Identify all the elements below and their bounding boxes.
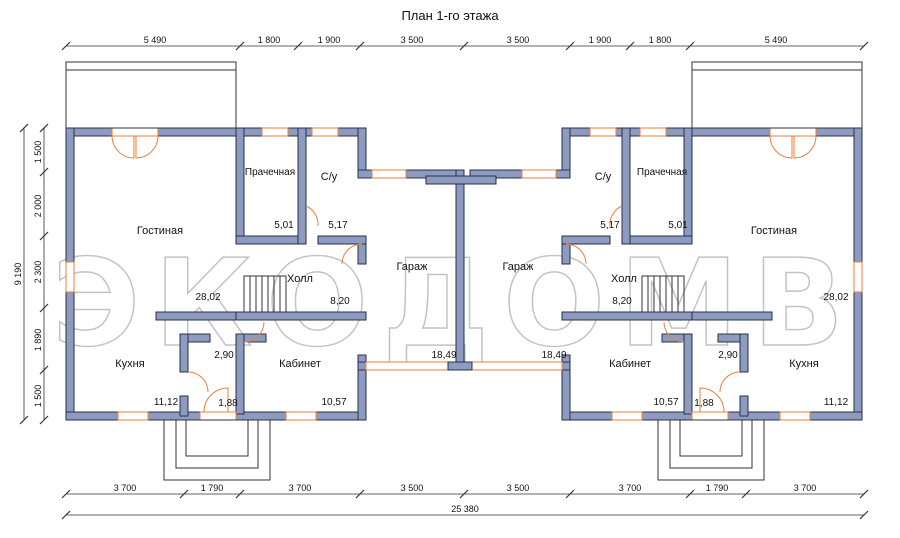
area-prachechnaya-right: 5,01 (668, 220, 688, 231)
dim-left-5: 1 500 (33, 385, 43, 408)
area-garazh-right: 18,49 (541, 350, 566, 361)
dim-bottom-3: 3 700 (289, 483, 312, 493)
top-dimension-line: 5 490 1 800 1 900 3 500 3 500 1 900 1 80… (61, 35, 869, 51)
total-dimension-line: 25 380 (61, 504, 869, 520)
dim-top-6: 1 900 (589, 35, 612, 45)
label-garazh-left: Гараж (396, 261, 428, 273)
label-holl-left: Холл (287, 273, 313, 285)
area-kukhnya-right: 11,12 (824, 397, 849, 408)
label-su-right: С/у (595, 171, 612, 183)
area-prachechnaya-left: 5,01 (274, 220, 294, 231)
area-su-right: 5,17 (600, 220, 620, 231)
dim-left-total: 9 190 (13, 263, 23, 286)
area-kabinet-right: 10,57 (653, 397, 678, 408)
dim-bottom-4: 3 500 (401, 483, 424, 493)
dim-top-4: 3 500 (401, 35, 424, 45)
dim-bottom-2: 1 790 (201, 483, 224, 493)
label-garazh-right: Гараж (502, 261, 534, 273)
dim-left-1: 1 500 (33, 141, 43, 164)
dim-bottom-6: 3 700 (619, 483, 642, 493)
dim-left-4: 1 890 (33, 329, 43, 352)
area-kukhnya-left: 11,12 (154, 397, 179, 408)
dim-top-8: 5 490 (765, 35, 788, 45)
dim-top-7: 1 800 (649, 35, 672, 45)
dim-top-5: 3 500 (507, 35, 530, 45)
garage-divider-bottom (447, 361, 473, 371)
area-vestibule-right: 1,88 (694, 398, 714, 409)
label-kukhnya-left: Кухня (115, 358, 144, 370)
dim-total: 25 380 (451, 504, 479, 514)
area-tambur-right: 2,90 (718, 350, 738, 361)
dim-bottom-8: 3 700 (794, 483, 817, 493)
label-su-left: С/у (321, 171, 338, 183)
label-prachechnaya-left: Прачечная (245, 167, 295, 178)
dim-top-2: 1 800 (258, 35, 281, 45)
label-gostinaya-left: Гостиная (137, 225, 183, 237)
area-gostinaya-right: 28,02 (823, 292, 848, 303)
label-kukhnya-right: Кухня (789, 358, 818, 370)
label-kabinet-right: Кабинет (609, 358, 651, 370)
left-dimension-line: 1 500 2 000 2 300 1 890 1 500 9 190 (13, 123, 49, 425)
dim-left-2: 2 000 (33, 195, 43, 218)
label-gostinaya-right: Гостиная (751, 225, 797, 237)
bottom-dimension-line: 3 700 1 790 3 700 3 500 3 500 3 700 1 79… (61, 483, 869, 499)
area-holl-right: 8,20 (612, 296, 632, 307)
area-vestibule-left: 1,88 (218, 398, 238, 409)
area-su-left: 5,17 (328, 220, 348, 231)
area-tambur-left: 2,90 (214, 350, 234, 361)
dim-bottom-5: 3 500 (507, 483, 530, 493)
dim-bottom-1: 3 700 (114, 483, 137, 493)
label-prachechnaya-right: Прачечная (637, 167, 687, 178)
area-holl-left: 8,20 (330, 296, 350, 307)
plan-title: План 1-го этажа (401, 8, 499, 23)
dim-top-3: 1 900 (318, 35, 341, 45)
label-kabinet-left: Кабинет (279, 358, 321, 370)
dim-left-3: 2 300 (33, 261, 43, 284)
garage-divider (455, 169, 465, 371)
dim-top-1: 5 490 (144, 35, 167, 45)
garage-divider-top (425, 175, 497, 185)
area-gostinaya-left: 28,02 (195, 292, 220, 303)
area-garazh-left: 18,49 (431, 350, 456, 361)
area-kabinet-left: 10,57 (321, 397, 346, 408)
dim-bottom-7: 1 790 (706, 483, 729, 493)
label-holl-right: Холл (611, 273, 637, 285)
